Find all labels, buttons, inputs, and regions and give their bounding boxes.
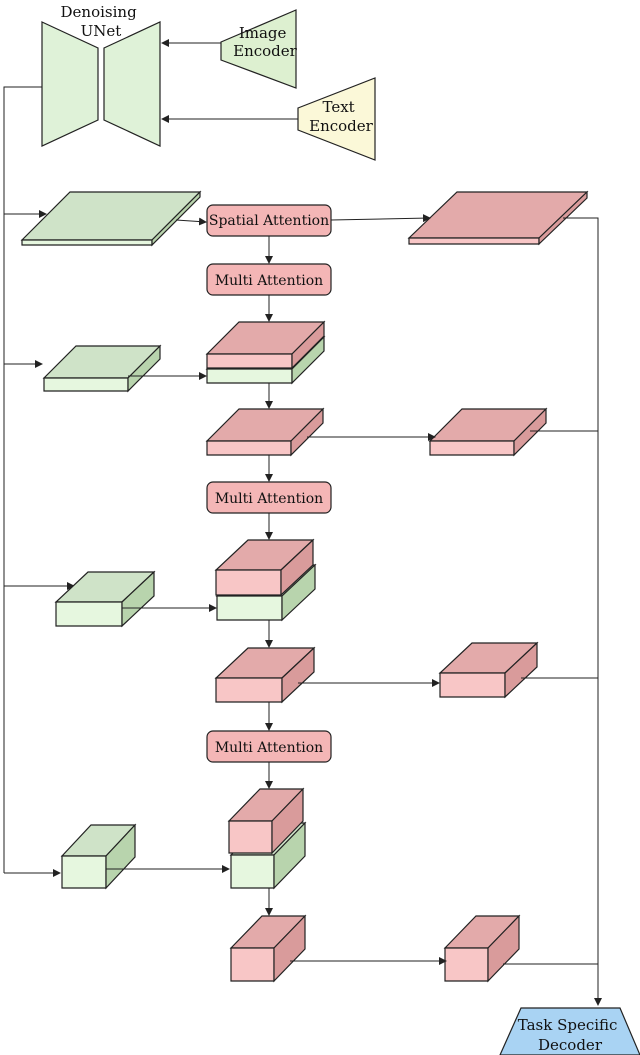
image-encoder: Image Encoder [220, 9, 298, 89]
concat-block-1 [205, 320, 326, 385]
output-feature-3 [438, 641, 539, 699]
task-specific-decoder: Task Specific Decoder [499, 1007, 640, 1055]
multi-attention-block-1: Multi Attention [206, 263, 332, 296]
fused-feature-1 [205, 407, 325, 457]
decoder-label-line1: Task Specific [518, 1016, 618, 1034]
multi-attention-block-3: Multi Attention [206, 730, 332, 763]
text-encoder: Text Encoder [297, 77, 376, 161]
unet-feature-1 [20, 190, 202, 247]
text-encoder-label: Text Encoder [309, 98, 374, 135]
denoising-unet: Denoising UNet [41, 3, 161, 147]
image-encoder-label-line1: Image [239, 24, 287, 42]
image-encoder-label: Image Encoder [233, 24, 298, 60]
concat-block-2 [214, 538, 317, 622]
fused-feature-2 [214, 646, 316, 704]
text-encoder-label-line2: Encoder [309, 117, 374, 135]
output-feature-2 [428, 407, 548, 457]
spatial-attention-label: Spatial Attention [209, 213, 329, 229]
multi-attention-label-3: Multi Attention [215, 740, 323, 756]
unet-feature-4 [60, 823, 137, 890]
output-feature-1 [407, 190, 589, 246]
arrow-spatial-to-output-1 [330, 214, 431, 223]
unet-feature-2 [42, 344, 162, 393]
image-encoder-label-line2: Encoder [233, 42, 298, 60]
unet-label-line2: UNet [81, 22, 122, 40]
decoder-label: Task Specific Decoder [518, 1016, 622, 1054]
unet-label: Denoising UNet [61, 3, 142, 40]
spatial-attention-block: Spatial Attention [206, 204, 332, 237]
multi-attention-block-2: Multi Attention [206, 481, 332, 514]
decoder-label-line2: Decoder [538, 1036, 603, 1054]
unet-feature-3 [54, 570, 156, 628]
multi-attention-label-1: Multi Attention [215, 273, 323, 289]
fused-feature-3 [229, 914, 307, 983]
arrow-feature-1-to-spatial-attention [175, 217, 207, 226]
text-encoder-label-line1: Text [323, 98, 355, 116]
unet-skip-bus [3, 86, 42, 873]
output-feature-4 [443, 914, 521, 983]
concat-block-3 [227, 787, 307, 890]
unet-label-line1: Denoising [61, 3, 138, 21]
multi-attention-label-2: Multi Attention [215, 491, 323, 507]
collector-bus-to-decoder [563, 217, 602, 1006]
